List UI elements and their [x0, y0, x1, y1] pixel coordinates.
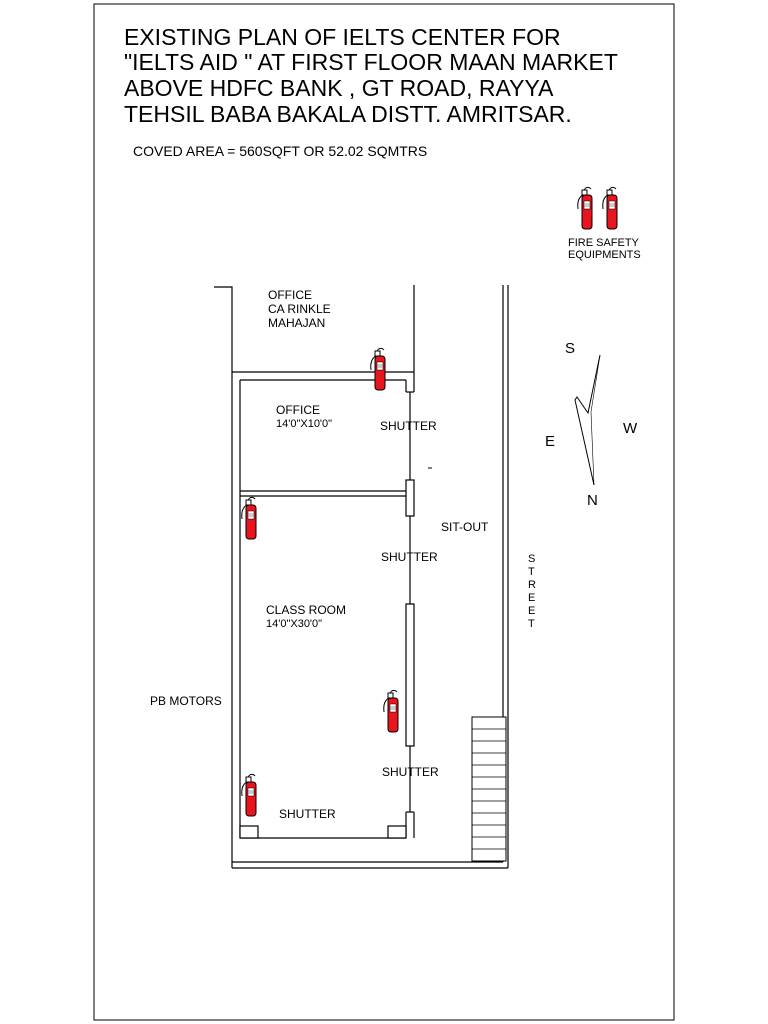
legend-label-line-2: EQUIPMENTS	[568, 249, 641, 261]
classroom-size: 14'0"X30'0"	[266, 618, 322, 630]
street-letter: S	[528, 553, 535, 565]
office-partition	[240, 490, 406, 497]
compass-n: N	[587, 492, 598, 509]
neighbor-office-wall-left	[214, 286, 233, 372]
shutter-label-office: SHUTTER	[380, 419, 437, 433]
sit-out-label: SIT-OUT	[441, 520, 489, 534]
classroom-label: CLASS ROOM	[266, 603, 346, 617]
title-line-3: ABOVE HDFC BANK , GT ROAD, RAYYA	[124, 75, 554, 101]
fire-extinguisher-icon	[383, 689, 399, 733]
fire-extinguisher-icon	[241, 496, 257, 540]
front-wall	[405, 392, 415, 812]
title-line-2: "IELTS AID " AT FIRST FLOOR MAAN MARKET	[124, 49, 618, 75]
title-line-4: TEHSIL BABA BAKALA DISTT. AMRITSAR.	[124, 101, 572, 127]
neighbor-office-label-2: CA RINKLE	[268, 302, 331, 316]
compass-w: W	[623, 420, 638, 437]
building-walls	[231, 371, 508, 869]
street-letter: E	[528, 605, 535, 617]
fire-extinguisher-icon	[602, 186, 618, 230]
fire-extinguisher-icon	[241, 773, 257, 817]
street-label: S T R E E T	[528, 553, 536, 630]
office-room-size: 14'0"X10'0"	[276, 418, 332, 430]
title-line-1: EXISTING PLAN OF IELTS CENTER FOR	[124, 24, 561, 50]
neighbor-office-label-3: MAHAJAN	[268, 316, 325, 330]
covered-area-note: COVED AREA = 560SQFT OR 52.02 SQMTRS	[133, 143, 427, 159]
compass-s: S	[565, 340, 575, 357]
compass-e: E	[545, 433, 555, 450]
sheet-border	[93, 3, 675, 1021]
street-letter: T	[528, 618, 535, 630]
fire-extinguisher-icon	[577, 186, 593, 230]
corner-pillar-right	[387, 825, 407, 839]
legend-label-line-1: FIRE SAFETY	[568, 237, 640, 249]
north-arrow-icon	[574, 354, 601, 486]
office-room-label: OFFICE	[276, 403, 320, 417]
fire-extinguisher-icon	[370, 347, 386, 391]
fire-extinguisher-legend: FIRE SAFETY EQUIPMENTS	[568, 186, 641, 261]
street-letter: E	[528, 592, 535, 604]
street-letter: R	[528, 579, 536, 591]
staircase	[471, 716, 507, 862]
north-arrow: S E W N	[545, 340, 638, 509]
neighbor-pb-motors-label: PB MOTORS	[150, 694, 222, 708]
street-letter: T	[528, 566, 535, 578]
neighbor-office-label-1: OFFICE	[268, 288, 312, 302]
shutter-label-bottom: SHUTTER	[279, 807, 336, 821]
shutter-label-classroom-lower: SHUTTER	[382, 765, 439, 779]
corner-pillar-left	[239, 825, 259, 839]
shutter-label-classroom-upper: SHUTTER	[381, 550, 438, 564]
